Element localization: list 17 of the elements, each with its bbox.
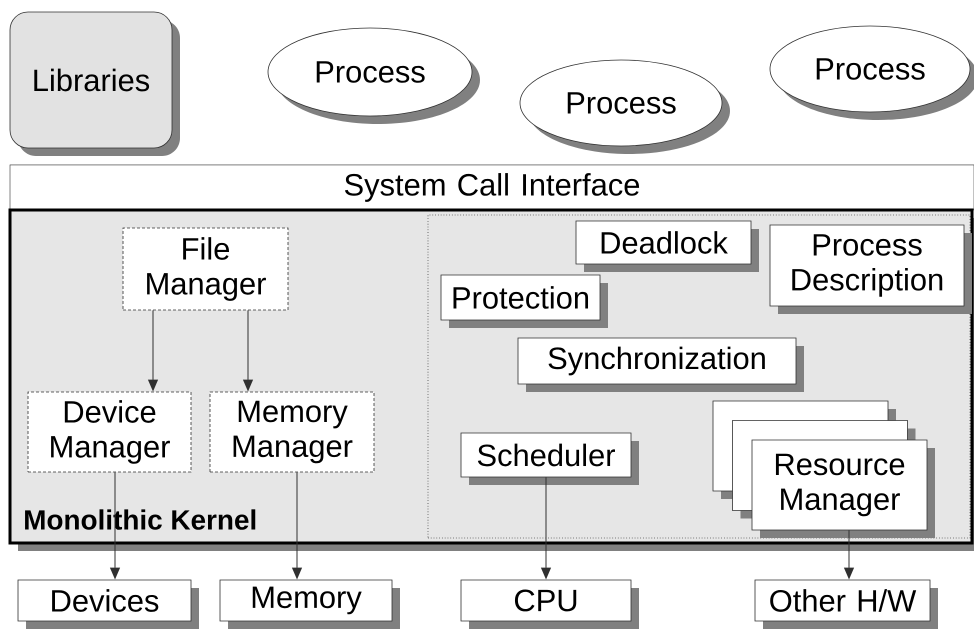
component-box: Process Description (770, 224, 972, 314)
manager-box: File Manager (122, 228, 288, 310)
group-box (428, 214, 970, 538)
library-box: Libraries (10, 12, 180, 156)
component-box: Other H/W (754, 580, 938, 629)
component-box: Scheduler (460, 432, 639, 485)
component-box: Synchronization (518, 338, 804, 392)
manager-box: Device Manager (28, 392, 192, 472)
node-label: Process (816, 58, 925, 80)
component-box: Deadlock (576, 220, 759, 272)
stacked-boxes: Resource Manager (712, 400, 935, 538)
interface-bar: System Call Interface (10, 164, 974, 210)
component-box: Devices (18, 580, 199, 629)
component-box: CPU (460, 580, 639, 629)
manager-box: Memory Manager (210, 392, 374, 472)
component-box: Protection (440, 274, 608, 328)
component-box: Memory (220, 580, 400, 629)
